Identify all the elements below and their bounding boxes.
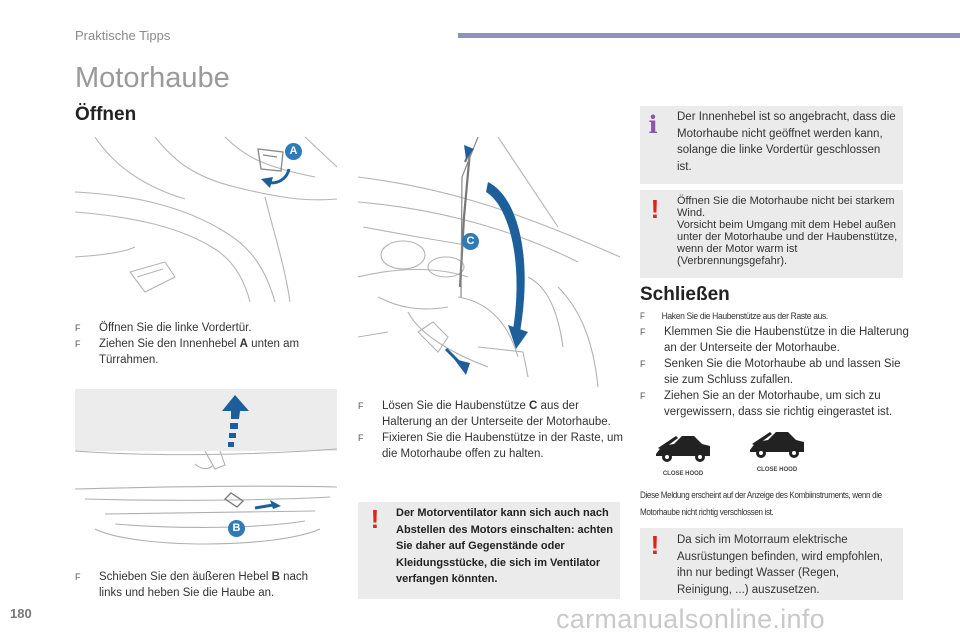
running-header: Praktische Tipps bbox=[75, 28, 171, 43]
step-text: nach links und heben Sie die Haube an. bbox=[99, 571, 309, 599]
fan-warning-box bbox=[358, 502, 620, 599]
label-c-badge: C bbox=[462, 233, 479, 250]
wind-warning-line: Öffnen Sie die Motorhaube nicht bei star… bbox=[677, 195, 895, 219]
close-steps: F Haken Sie die Haubenstütze aus der Rast… bbox=[640, 308, 940, 325]
wind-warning-text: Öffnen Sie die Motorhaube nicht bei star… bbox=[677, 195, 899, 267]
step-text: Lösen Sie die Haubenstütze bbox=[382, 400, 530, 412]
close-hood-label: CLOSE HOOD bbox=[662, 471, 704, 477]
wind-warning-line: Vorsicht beim Umgang mit dem Hebel außen… bbox=[677, 219, 898, 267]
close-hood-icon: CLOSE HOOD bbox=[652, 432, 714, 478]
label-b-badge: B bbox=[228, 520, 245, 537]
bullet-glyph: F bbox=[640, 391, 646, 401]
step-text: Haken Sie die Haubenstütze aus der Raste… bbox=[661, 311, 829, 322]
step-item: F Haken Sie die Haubenstütze aus der Rast… bbox=[640, 308, 910, 325]
display-note: Diese Meldung erscheint auf der Anzeige … bbox=[640, 487, 940, 521]
step-text: unten am Türrahmen. bbox=[99, 338, 300, 366]
step-item: F Lösen Sie die Haubenstütze C aus der Ha… bbox=[358, 398, 623, 430]
step-text: Ziehen Sie an der Motorhaube, um sich zu… bbox=[664, 390, 893, 418]
step-item: F Ziehen Sie den Innenhebel A unten am Tü… bbox=[75, 336, 330, 368]
step-text: Schieben Sie den äußeren Hebel bbox=[99, 571, 272, 583]
step-item: F Fixieren Sie die Haubenstütze in der Ra… bbox=[358, 430, 623, 462]
bullet-glyph: F bbox=[640, 359, 646, 369]
prop-c-ref: C bbox=[529, 400, 538, 412]
bullet-glyph: F bbox=[358, 401, 364, 411]
open-steps-3: F Lösen Sie die Haubenstütze C aus der Ha… bbox=[358, 398, 623, 462]
car-hood-open-icon bbox=[750, 432, 804, 458]
bullet-glyph: F bbox=[75, 572, 81, 582]
fan-warning-text: Der Motorventilator kann sich auch nach … bbox=[396, 507, 613, 585]
display-note-text: Diese Meldung erscheint auf der Anzeige … bbox=[640, 490, 882, 517]
step-text: Öffnen Sie die linke Vordertür. bbox=[99, 322, 252, 334]
page-number: 180 bbox=[10, 606, 32, 621]
bullet-glyph: F bbox=[75, 323, 81, 333]
step-text: Klemmen Sie die Haubenstütze in die Halt… bbox=[664, 326, 909, 354]
engine-warning-text: Da sich im Motorraum elektrische Ausrüst… bbox=[677, 534, 883, 596]
open-steps-1: F Öffnen Sie die linke Vordertür. F Ziehen… bbox=[75, 320, 330, 368]
close-steps-main: F Klemmen Sie die Haubenstütze in die Hal… bbox=[640, 324, 910, 420]
close-hood-label: CLOSE HOOD bbox=[756, 467, 798, 473]
open-steps-2: F Schieben Sie den äußeren Hebel B nach l… bbox=[75, 569, 330, 601]
step-text: Senken Sie die Motorhaube ab und lassen … bbox=[664, 358, 901, 386]
bullet-glyph: F bbox=[640, 327, 646, 337]
info-icon: i bbox=[648, 110, 658, 139]
close-hood-icon: CLOSE HOOD bbox=[746, 428, 808, 474]
step-text: aus der Halterung an der Unterseite der … bbox=[382, 400, 611, 428]
step-item: F Schieben Sie den äußeren Hebel B nach l… bbox=[75, 569, 330, 601]
page-title: Motorhaube bbox=[75, 62, 230, 94]
header-accent-bar bbox=[458, 33, 960, 38]
illustration-hood-prop: C bbox=[357, 136, 621, 388]
section-heading-open: Öffnen bbox=[75, 104, 137, 125]
label-a-badge: A bbox=[285, 143, 302, 160]
section-heading-close: Schließen bbox=[640, 284, 730, 305]
engine-warning-box bbox=[640, 528, 903, 600]
car-hood-open-icon bbox=[656, 436, 710, 462]
step-item: F Senken Sie die Motorhaube ab und lassen… bbox=[640, 356, 910, 388]
bullet-glyph: F bbox=[640, 311, 645, 321]
illustration-door-lever: A bbox=[74, 136, 338, 303]
lever-a-ref: A bbox=[239, 338, 248, 350]
wind-warning-box bbox=[640, 190, 903, 278]
info-text: Der Innenhebel ist so angebracht, dass d… bbox=[677, 111, 896, 173]
warning-icon: ! bbox=[650, 194, 660, 224]
info-box bbox=[640, 106, 903, 184]
warning-icon: ! bbox=[650, 530, 660, 560]
bullet-glyph: F bbox=[75, 339, 81, 349]
step-item: F Klemmen Sie die Haubenstütze in die Hal… bbox=[640, 324, 910, 356]
step-text: Ziehen Sie den Innenhebel bbox=[99, 338, 240, 350]
illustration-outer-lever: B bbox=[74, 389, 338, 554]
step-item: F Öffnen Sie die linke Vordertür. bbox=[75, 320, 330, 336]
bullet-glyph: F bbox=[358, 433, 364, 443]
warning-icon: ! bbox=[370, 504, 380, 534]
watermark: carmanualsonline.info bbox=[556, 604, 825, 634]
lever-b-ref: B bbox=[271, 571, 280, 583]
step-text: Fixieren Sie die Haubenstütze in der Ras… bbox=[382, 432, 623, 460]
step-item: F Ziehen Sie an der Motorhaube, um sich z… bbox=[640, 388, 910, 420]
